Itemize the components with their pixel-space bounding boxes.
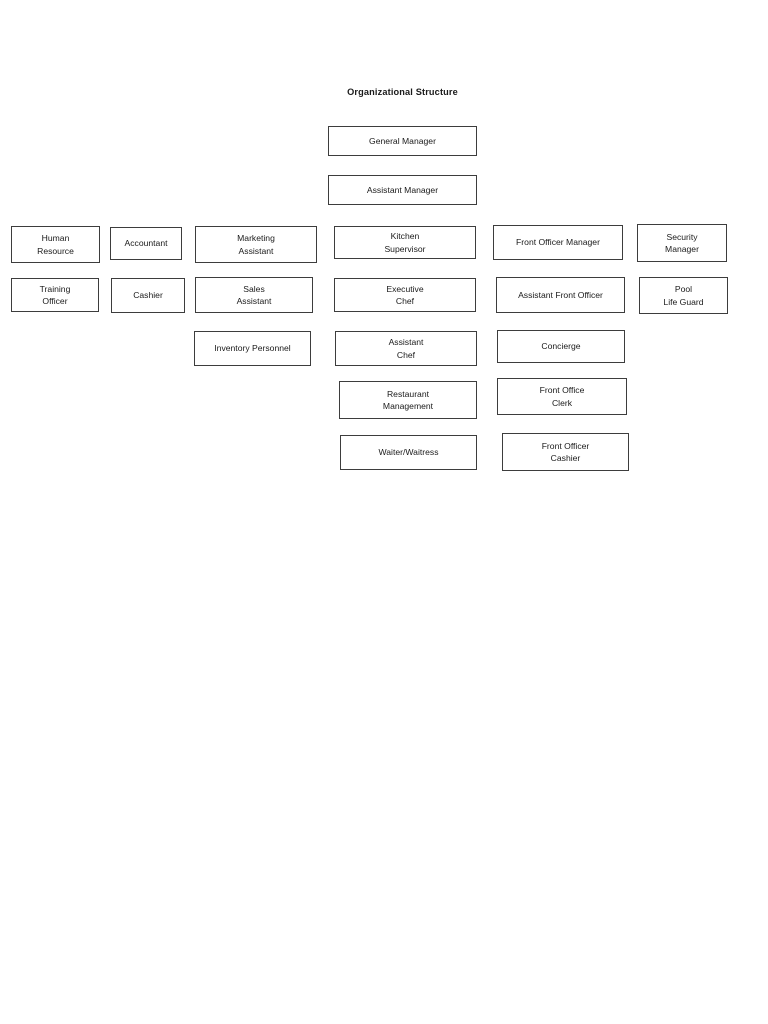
- node-label: Executive Chef: [386, 283, 424, 306]
- node-concierge[interactable]: Concierge: [497, 330, 625, 363]
- node-inventory-personnel[interactable]: Inventory Personnel: [194, 331, 311, 366]
- node-label: Assistant Front Officer: [518, 289, 603, 300]
- node-executive-chef[interactable]: Executive Chef: [334, 278, 476, 312]
- node-security-manager[interactable]: Security Manager: [637, 224, 727, 262]
- node-label: Waiter/Waitress: [378, 447, 439, 458]
- node-pool-life-guard[interactable]: Pool Life Guard: [639, 277, 728, 314]
- node-label: General Manager: [369, 135, 436, 146]
- node-label: Front Office Clerk: [539, 385, 585, 408]
- node-label: Human Resource: [37, 233, 74, 256]
- node-label: Front Officer Manager: [516, 237, 600, 248]
- node-restaurant-management[interactable]: Restaurant Management: [339, 381, 477, 419]
- node-label: Pool Life Guard: [663, 284, 704, 307]
- node-label: Security Manager: [665, 231, 699, 254]
- node-label: Sales Assistant: [236, 283, 272, 306]
- node-front-officer-cashier[interactable]: Front Officer Cashier: [502, 433, 629, 471]
- node-front-office-clerk[interactable]: Front Office Clerk: [497, 378, 627, 415]
- node-general-manager[interactable]: General Manager: [328, 126, 477, 156]
- node-label: Accountant: [124, 238, 168, 249]
- node-label: Restaurant Management: [382, 388, 434, 411]
- node-marketing-assistant[interactable]: Marketing Assistant: [195, 226, 317, 263]
- node-label: Concierge: [541, 341, 581, 352]
- node-cashier[interactable]: Cashier: [111, 278, 185, 313]
- node-label: Assistant Manager: [366, 184, 439, 195]
- node-accountant[interactable]: Accountant: [110, 227, 182, 260]
- node-sales-assistant[interactable]: Sales Assistant: [195, 277, 313, 313]
- node-assistant-manager[interactable]: Assistant Manager: [328, 175, 477, 205]
- node-waiter-waitress[interactable]: Waiter/Waitress: [340, 435, 477, 470]
- node-label: Training Officer: [39, 283, 71, 306]
- node-front-officer-manager[interactable]: Front Officer Manager: [493, 225, 623, 260]
- node-kitchen-supervisor[interactable]: Kitchen Supervisor: [334, 226, 476, 259]
- node-label: Assistant Chef: [388, 337, 424, 360]
- node-label: Marketing Assistant: [237, 233, 275, 256]
- node-label: Cashier: [133, 290, 163, 301]
- page-title: Organizational Structure: [347, 87, 458, 97]
- node-label: Front Officer Cashier: [541, 440, 590, 463]
- node-training-officer[interactable]: Training Officer: [11, 278, 99, 312]
- node-assistant-chef[interactable]: Assistant Chef: [335, 331, 477, 366]
- node-label: Inventory Personnel: [214, 343, 291, 354]
- node-label: Kitchen Supervisor: [384, 231, 426, 254]
- node-human-resource[interactable]: Human Resource: [11, 226, 100, 263]
- node-assistant-front-officer[interactable]: Assistant Front Officer: [496, 277, 625, 313]
